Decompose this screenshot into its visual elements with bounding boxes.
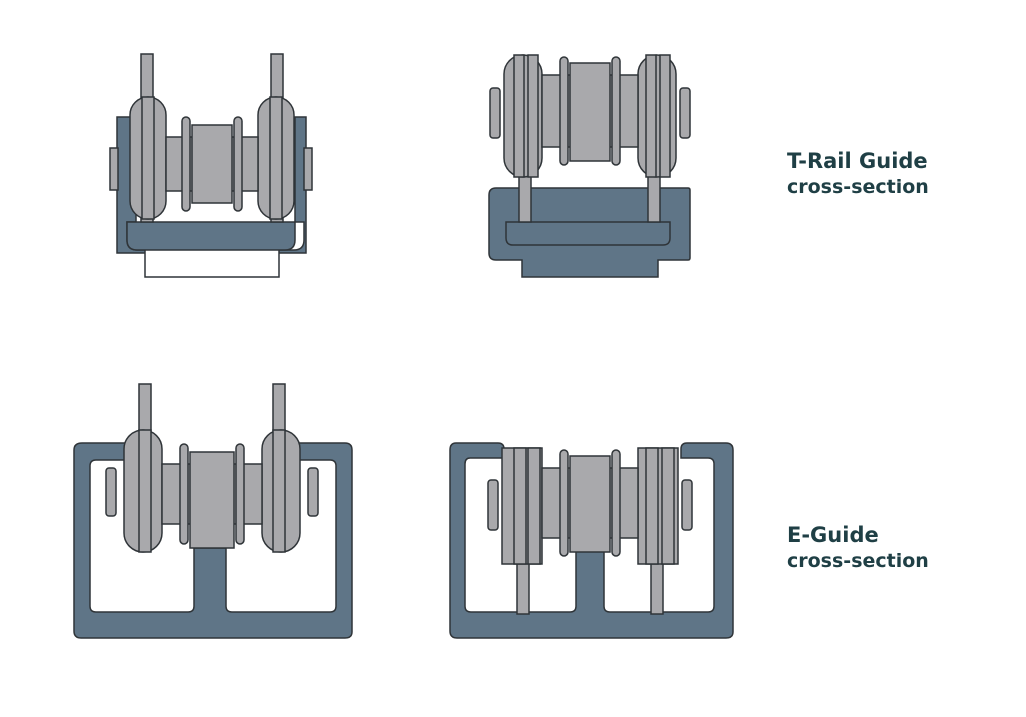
- hanger-rod: [518, 169, 532, 223]
- roller-assembly: [129, 96, 295, 220]
- e-guide-title: E-Guide: [787, 523, 879, 547]
- e-guide-subtitle: cross-section: [787, 550, 929, 573]
- e-guide-body: [73, 442, 353, 639]
- e-guide-upright: [73, 383, 353, 639]
- t-rail-guide-inverted: [488, 54, 691, 278]
- t-rail-guide-subtitle: cross-section: [787, 176, 929, 199]
- hanger-rod: [647, 169, 661, 223]
- e-guide-inverted: [449, 442, 734, 639]
- t-rail-guide-label: T-Rail Guide cross-section: [787, 149, 929, 199]
- roller-assembly: [105, 429, 319, 553]
- roller-assembly: [487, 447, 693, 565]
- t-rail-guide-title: T-Rail Guide: [787, 149, 928, 173]
- e-guide-body: [449, 442, 734, 639]
- e-guide-label: E-Guide cross-section: [787, 523, 929, 573]
- roller-assembly: [489, 54, 691, 178]
- t-rail-guide-upright: [109, 53, 313, 278]
